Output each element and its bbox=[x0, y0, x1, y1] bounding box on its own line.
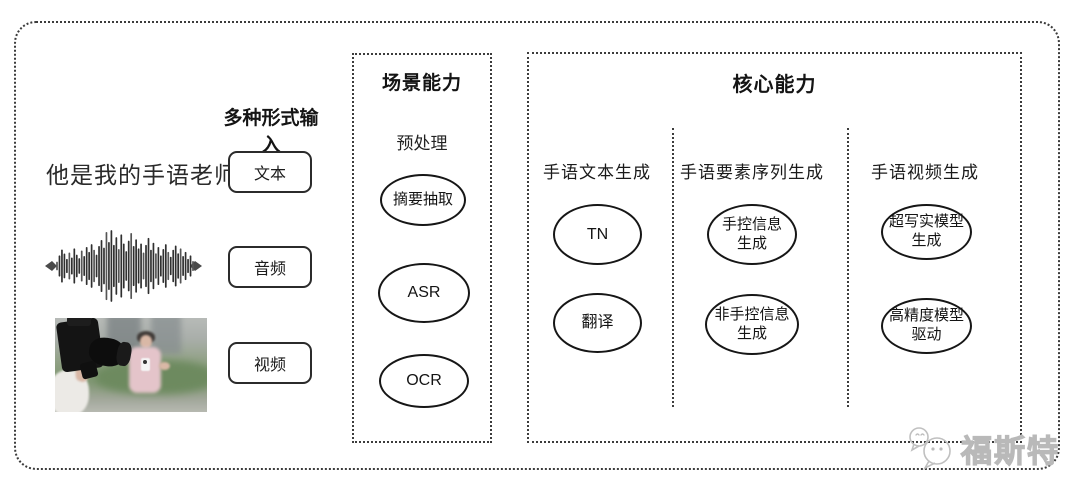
audio-waveform-icon bbox=[45, 230, 202, 302]
node-non-manual-info-generation: 非手控信息生成 bbox=[705, 294, 799, 355]
input-section-title: 多种形式输入 bbox=[223, 108, 319, 156]
node-manual-info-generation: 手控信息生成 bbox=[707, 204, 797, 265]
watermark-text: 福斯特 bbox=[960, 433, 1060, 469]
node-asr: ASR bbox=[378, 263, 470, 323]
input-box-text: 文本 bbox=[228, 151, 312, 193]
core-divider-2 bbox=[847, 128, 849, 407]
node-tn: TN bbox=[553, 204, 642, 265]
column-header-element-sequence: 手语要素序列生成 bbox=[680, 163, 824, 182]
node-summary-extraction: 摘要抽取 bbox=[380, 174, 466, 226]
node-ocr: OCR bbox=[379, 354, 469, 408]
watermark: 福斯特 bbox=[905, 424, 1060, 472]
node-hyperrealistic-model-generation: 超写实模型生成 bbox=[881, 204, 972, 260]
input-box-video: 视频 bbox=[228, 342, 312, 384]
core-divider-1 bbox=[672, 128, 674, 407]
node-translation: 翻译 bbox=[553, 293, 642, 353]
preprocess-label: 预处理 bbox=[396, 134, 448, 153]
waveform-bars bbox=[56, 230, 194, 302]
outer-dashed-border bbox=[14, 21, 1060, 470]
column-header-text-generation: 手语文本生成 bbox=[543, 163, 651, 182]
scene-capability-title: 场景能力 bbox=[381, 73, 462, 94]
column-header-video-generation: 手语视频生成 bbox=[871, 163, 979, 182]
input-box-audio: 音频 bbox=[228, 246, 312, 288]
core-capability-box bbox=[527, 52, 1022, 443]
mascot-bubbles-icon bbox=[909, 427, 951, 470]
scene-capability-box bbox=[352, 53, 492, 443]
reporter-photo bbox=[55, 318, 207, 412]
node-high-precision-model-driving: 高精度模型驱动 bbox=[881, 298, 972, 354]
sample-sentence-text: 他是我的手语老师 bbox=[46, 162, 238, 188]
core-capability-title: 核心能力 bbox=[732, 74, 817, 96]
